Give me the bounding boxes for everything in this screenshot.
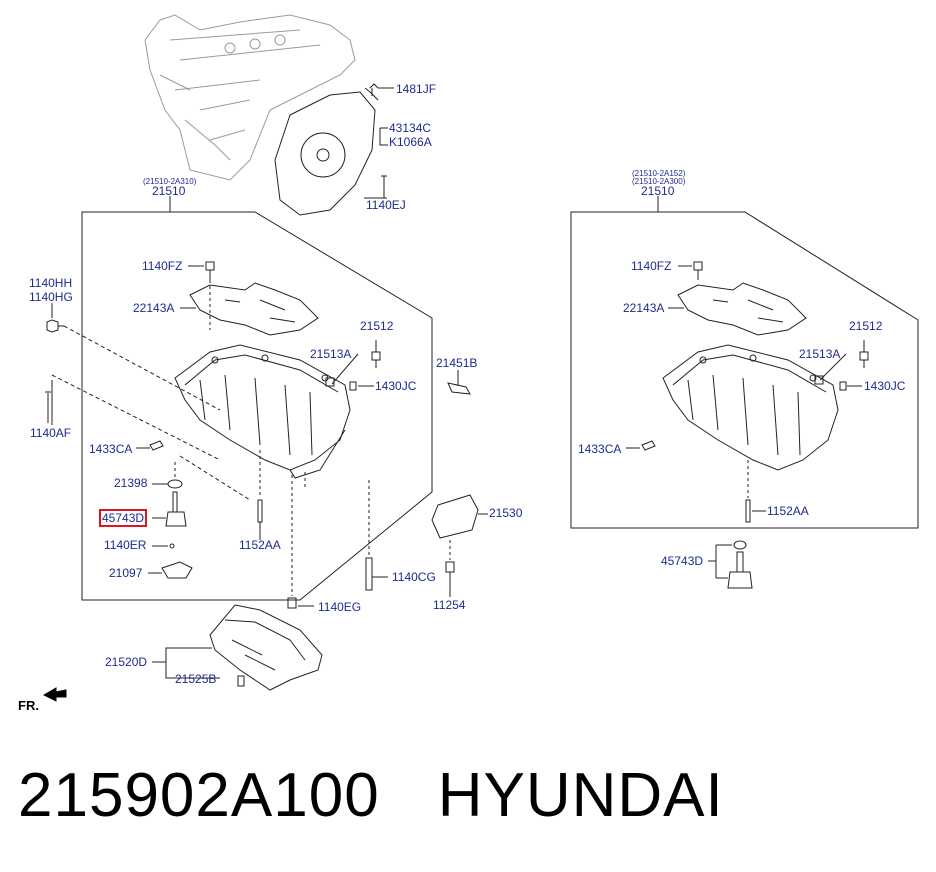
label-1152aa-left: 1152AA xyxy=(239,538,281,552)
engine-block-drawing xyxy=(144,14,356,181)
label-21520d: 21520D xyxy=(105,655,148,669)
front-arrow-icon xyxy=(42,687,67,702)
label-21513a-right: 21513A xyxy=(799,347,841,361)
part-number: 215902A100 xyxy=(18,761,380,830)
label-1140ej: 1140EJ xyxy=(366,198,406,212)
bracket-21530 xyxy=(431,494,479,539)
front-direction-label: FR. xyxy=(18,698,39,713)
label-1152aa-right: 1152AA xyxy=(767,504,809,518)
label-21513a-left: 21513A xyxy=(310,347,352,361)
oil-pan-upper-left xyxy=(174,344,351,479)
label-1140cg: 1140CG xyxy=(392,570,436,584)
bolt-1481jf xyxy=(369,83,379,96)
label-21097: 21097 xyxy=(109,566,143,580)
parts-diagram-drawing xyxy=(42,14,919,702)
label-1140hg: 1140HG xyxy=(29,290,73,304)
parts-diagram: 1481JF 43134C K1066A 1140EJ (21510-2A310… xyxy=(18,14,919,713)
label-1430jc-right: 1430JC xyxy=(864,379,906,393)
label-21525b: 21525B xyxy=(175,672,217,686)
label-21512-right: 21512 xyxy=(849,319,883,333)
label-1140af: 1140AF xyxy=(30,426,72,440)
label-k1066a: K1066A xyxy=(389,135,432,149)
flywheel-plate-drawing xyxy=(274,87,379,216)
oil-pan-upper-right xyxy=(662,344,839,471)
brand-name: HYUNDAI xyxy=(437,761,724,830)
label-43134c: 43134C xyxy=(389,121,432,135)
label-22143a-right: 22143A xyxy=(623,301,665,315)
label-1140fz-right: 1140FZ xyxy=(631,259,672,273)
label-1140fz-left: 1140FZ xyxy=(142,259,183,273)
label-45743d-highlighted: 45743D xyxy=(98,509,148,527)
label-1433ca-right: 1433CA xyxy=(578,442,622,456)
oil-pan-lower xyxy=(209,604,323,691)
left-group-frame xyxy=(81,211,433,601)
caption: 215902A100 HYUNDAI xyxy=(18,760,918,840)
label-group-right: 21510 xyxy=(641,184,675,198)
label-21451b: 21451B xyxy=(436,356,478,370)
label-group-left-sub: (21510-2A310) xyxy=(143,177,197,186)
label-21398: 21398 xyxy=(114,476,148,490)
label-1433ca-left: 1433CA xyxy=(89,442,133,456)
right-group-frame xyxy=(570,211,919,529)
label-45743d-right: 45743D xyxy=(661,554,704,568)
label-group-right-sub1: (21510-2A152) xyxy=(632,169,686,178)
label-1140hh: 1140HH xyxy=(29,276,73,290)
gasket-left xyxy=(189,282,319,336)
label-1140er: 1140ER xyxy=(104,538,147,552)
label-1140eg: 1140EG xyxy=(318,600,362,614)
label-21512-left: 21512 xyxy=(360,319,394,333)
label-21530: 21530 xyxy=(489,506,523,520)
label-group-right-sub2: (21510-2A300) xyxy=(632,177,686,186)
oil-level-sensor-left xyxy=(165,491,187,527)
label-1481jf: 1481JF xyxy=(396,82,437,96)
label-1430jc-left: 1430JC xyxy=(375,379,417,393)
label-22143a-left: 22143A xyxy=(133,301,175,315)
label-group-left: 21510 xyxy=(152,184,186,198)
label-11254: 11254 xyxy=(433,598,466,612)
